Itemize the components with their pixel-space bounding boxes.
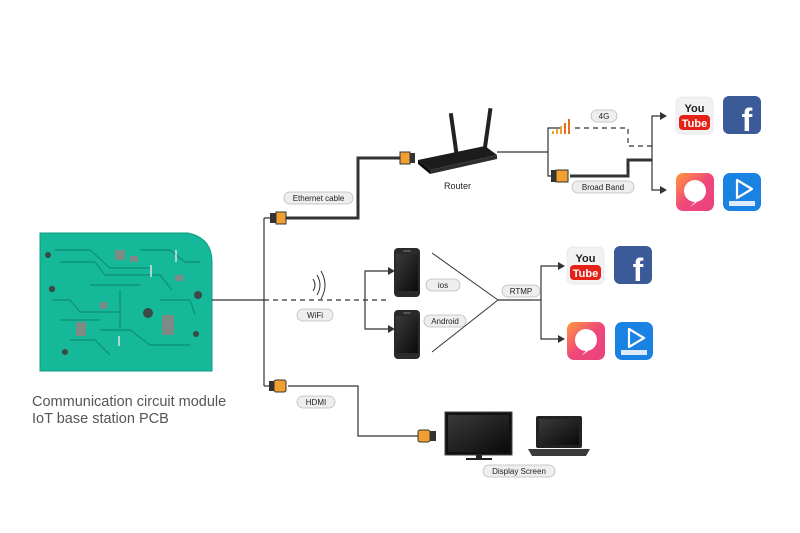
monitor-icon <box>444 411 513 460</box>
ethernet-label: Ethernet cable <box>293 194 345 203</box>
facebook-f-text: f <box>633 252 644 288</box>
rtmp-label: RTMP <box>510 287 533 296</box>
hdmi-label: HDMI <box>306 398 326 407</box>
arrow-head <box>558 335 565 343</box>
facebook-f-text: f <box>742 102 753 138</box>
wifi-tag: WiFi <box>296 308 334 322</box>
android-label: Android <box>431 317 459 326</box>
arrow-head <box>558 262 565 270</box>
arrow-head <box>388 325 395 333</box>
arrow-head <box>660 186 667 194</box>
broadband-connector <box>551 169 569 183</box>
youtube-icon: You Tube <box>566 246 605 285</box>
ios-tag: ios <box>425 278 461 292</box>
facebook-icon: f <box>614 246 652 288</box>
router-label: Router <box>444 181 471 191</box>
laptop-icon <box>528 416 590 456</box>
g4-tag: 4G <box>590 109 618 123</box>
pcb-board <box>39 232 213 372</box>
router-device <box>418 107 497 174</box>
wifi-waves-icon <box>312 270 326 300</box>
display-label: Display Screen <box>492 467 546 476</box>
ios-label: ios <box>438 281 448 290</box>
hdmi-connector-right <box>417 429 436 443</box>
youtube-you-text: You <box>685 103 705 115</box>
ethernet-connector-left <box>270 211 287 225</box>
facebook-icon: f <box>723 96 761 138</box>
youtube-icon: You Tube <box>675 96 714 135</box>
pcb-caption-line1: Communication circuit module <box>32 394 226 410</box>
connection-lines <box>212 115 662 437</box>
ethernet-tag: Ethernet cable <box>283 191 354 205</box>
video-app-icon <box>615 322 653 360</box>
broadband-label: Broad Band <box>582 183 624 192</box>
android-phone <box>394 310 420 359</box>
pcb-caption-line2: IoT base station PCB <box>32 411 169 427</box>
ethernet-connector-router <box>399 151 415 165</box>
wifi-label: WiFi <box>307 311 323 320</box>
broadband-tag: Broad Band <box>571 180 635 194</box>
streaming-app-icon <box>676 173 714 211</box>
youtube-tube-text: Tube <box>573 268 598 280</box>
hdmi-connector-left <box>269 379 287 393</box>
ios-phone <box>394 248 420 297</box>
arrowheads <box>388 112 667 343</box>
arrow-head <box>388 267 395 275</box>
video-app-icon <box>723 173 761 211</box>
hdmi-tag: HDMI <box>296 395 336 409</box>
streaming-app-icon <box>567 322 605 360</box>
signal-bars-icon <box>552 119 570 134</box>
g4-label: 4G <box>599 112 610 121</box>
arrow-head <box>660 112 667 120</box>
android-tag: Android <box>423 314 467 328</box>
youtube-you-text: You <box>576 253 596 265</box>
rtmp-tag: RTMP <box>501 284 541 298</box>
youtube-tube-text: Tube <box>682 118 707 130</box>
display-tag: Display Screen <box>482 464 556 478</box>
